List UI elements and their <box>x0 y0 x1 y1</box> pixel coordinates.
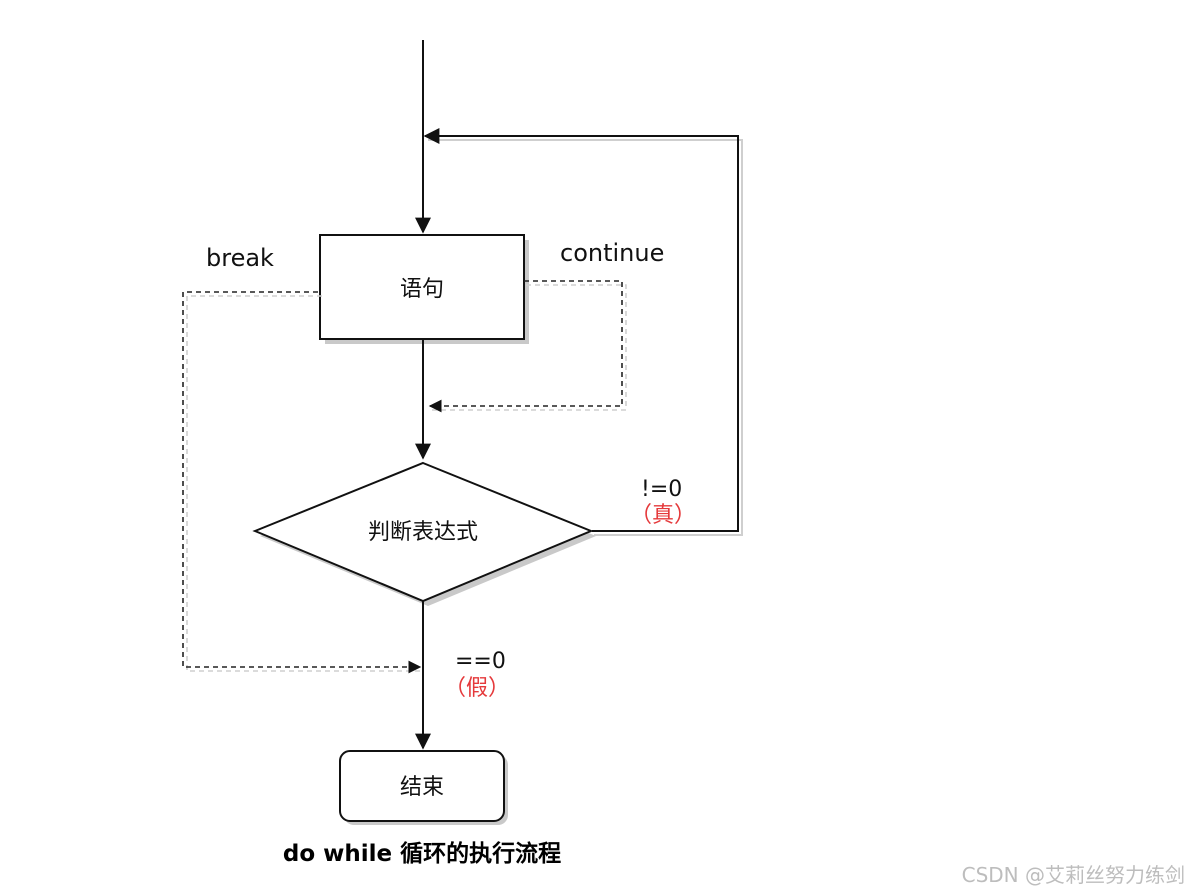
continue-path-shadow <box>430 284 627 411</box>
diagram-caption: do while 循环的执行流程 <box>283 840 561 867</box>
continue-label: continue <box>560 239 664 267</box>
false-sub-label: （假） <box>444 676 510 701</box>
end-label: 结束 <box>400 775 444 800</box>
statement-label: 语句 <box>400 277 444 302</box>
end-box <box>339 750 505 822</box>
loop-back-arrow <box>423 128 739 532</box>
true-sub-label: （真） <box>630 503 696 528</box>
continue-path <box>428 280 623 413</box>
break-path <box>182 291 422 674</box>
true-condition-label: !=0 <box>641 477 682 502</box>
loop-back-shadow <box>428 139 743 536</box>
watermark: CSDN @艾莉丝努力练剑 <box>962 863 1185 887</box>
condition-label: 判断表达式 <box>368 520 478 545</box>
false-condition-label: ==0 <box>455 649 506 674</box>
break-path-shadow <box>186 295 420 672</box>
break-label: break <box>206 244 274 272</box>
